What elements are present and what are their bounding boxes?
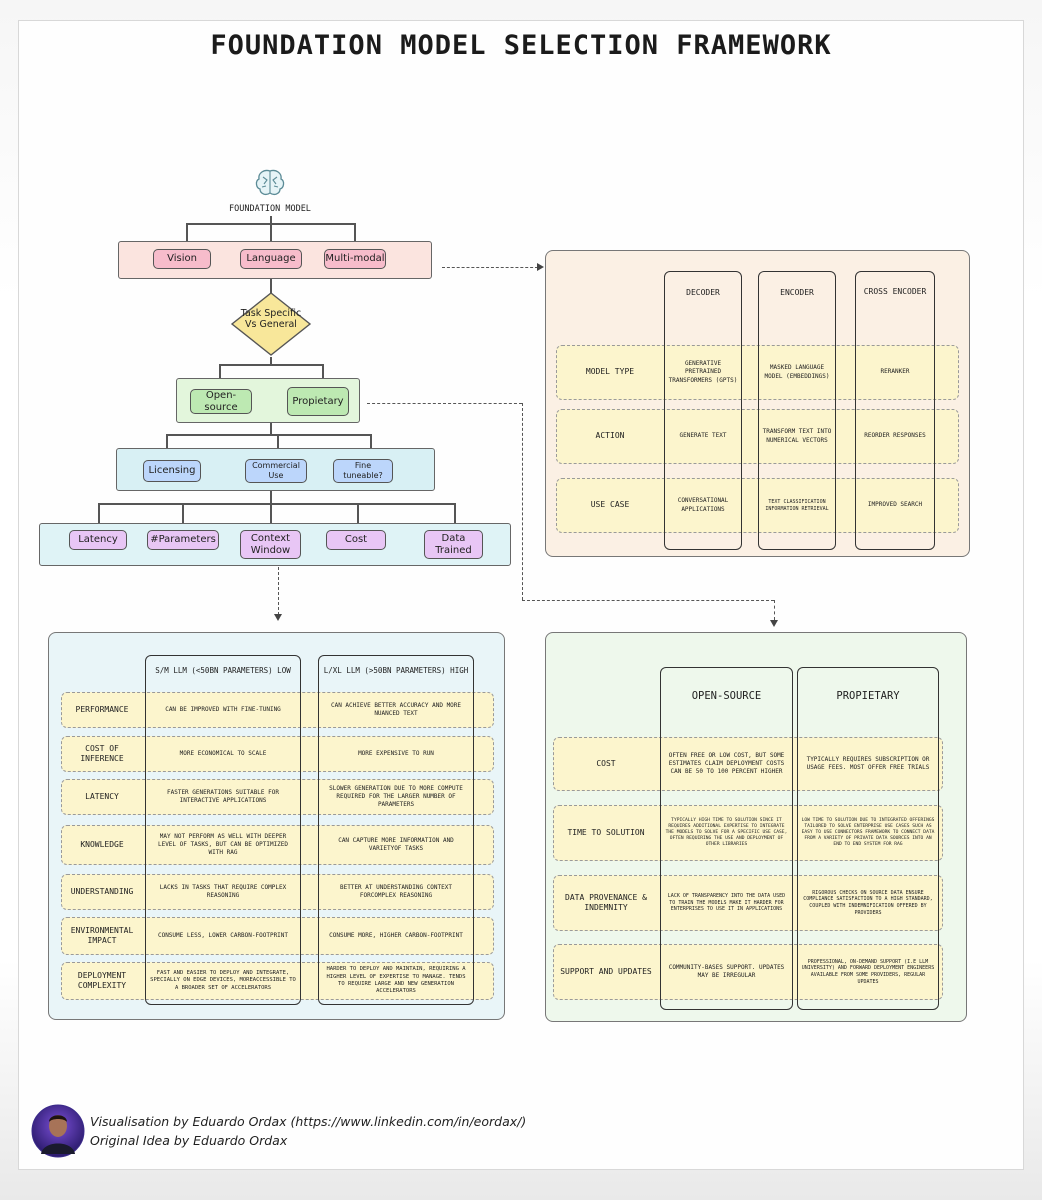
size-cell: CAN CAPTURE MORE INFORMATION AND VARIETY… <box>338 836 454 852</box>
chip-parameters: #Parameters <box>147 530 219 550</box>
size-row-label: LATENCY <box>85 791 119 801</box>
arch-cell: RERANKER <box>880 368 910 376</box>
chip-data-trained: Data Trained <box>424 530 483 559</box>
chip-context-window: Context Window <box>240 530 301 559</box>
page-title: FOUNDATION MODEL SELECTION FRAMEWORK <box>210 30 832 61</box>
size-row <box>61 874 494 910</box>
brain-icon <box>255 169 285 196</box>
size-cell: LACKS IN TASKS THAT REQUIRE COMPLEX REAS… <box>159 883 287 899</box>
access-cell: RIGOROUS CHECKS ON SOURCE DATA ENSURE CO… <box>803 889 933 916</box>
arch-cell: IMPROVED SEARCH <box>867 501 923 509</box>
arch-cell: TRANSFORM TEXT INTO NUMERICAL VECTORS <box>762 428 832 444</box>
size-row-label: COST OF INFERENCE <box>80 743 124 763</box>
size-cell: SLOWER GENERATION DUE TO MORE COMPUTE RE… <box>329 784 463 809</box>
access-cell: OFTEN FREE OR LOW COST, BUT SOME ESTIMAT… <box>668 751 785 776</box>
size-row <box>61 917 494 955</box>
size-cell: FAST AND EASIER TO DEPLOY AND INTEGRATE,… <box>150 969 296 991</box>
arch-row-label: MODEL TYPE <box>585 367 635 377</box>
size-row <box>61 692 494 728</box>
arch-cell: GENERATE TEXT <box>679 432 727 440</box>
size-cell: CONSUME MORE, HIGHER CARBON-FOOTPRINT <box>329 931 463 939</box>
arch-row <box>556 345 959 400</box>
avatar <box>31 1104 85 1158</box>
access-row <box>553 875 943 931</box>
size-row-label: DEPLOYMENT COMPLEXITY <box>77 970 127 990</box>
size-row-label: ENVIRONMENTAL IMPACT <box>70 925 134 945</box>
access-header: OPEN-SOURCE <box>691 690 762 703</box>
arch-cell: REORDER RESPONSES <box>864 432 926 440</box>
access-row-label: COST <box>596 758 616 768</box>
access-cell: TYPICALLY REQUIRES SUBSCRIPTION OR USAGE… <box>806 755 930 771</box>
size-header: L/XL LLM (>50bn PARAMETERS) HIGH <box>323 666 469 676</box>
access-header: PROPIETARY <box>836 690 900 703</box>
access-cell: LACK OF TRANSPARENCY INTO THE DATA USED … <box>667 892 786 913</box>
arch-cell: TEXT CLASSIFICATION INFORMATION RETRIEVA… <box>765 498 829 512</box>
size-cell: HARDER TO DEPLOY AND MAINTAIN, REQUIRING… <box>326 966 466 995</box>
size-cell: BETTER AT UNDERSTANDING CONTEXT FORCOMPL… <box>340 883 452 899</box>
access-row-label: DATA PROVENANCE & INDEMNITY <box>565 892 647 912</box>
chip-latency: Latency <box>69 530 127 550</box>
chip-commercial-use: Commercial Use <box>245 459 307 483</box>
chip-language: Language <box>240 249 302 269</box>
size-column-large <box>318 655 474 1005</box>
decision-label: Task Specific Vs General <box>240 308 302 330</box>
arch-row <box>556 409 959 464</box>
decision-diamond <box>230 292 312 356</box>
size-cell: CONSUME LESS, LOWER CARBON-FOOTPRINT <box>157 931 289 939</box>
arch-row-label: USE CASE <box>590 500 630 510</box>
size-row <box>61 825 494 865</box>
size-cell: FASTER GENERATIONS SUITABLE FOR INTERACT… <box>167 788 279 804</box>
size-row-label: KNOWLEDGE <box>80 839 124 849</box>
chip-open-source: Open-source <box>190 389 252 414</box>
access-row <box>553 805 943 861</box>
chip-fine-tuneable: Fine tuneable? <box>333 459 393 483</box>
access-row-label: TIME TO SOLUTION <box>567 827 645 837</box>
arch-row-label: ACTION <box>595 431 625 441</box>
footer-credit: Visualisation by Eduardo Ordax (https://… <box>90 1114 527 1129</box>
size-row <box>61 779 494 815</box>
arch-header: ENCODER <box>780 287 814 297</box>
arch-column-cross-encoder <box>855 271 935 550</box>
arch-row <box>556 478 959 533</box>
access-row <box>553 737 943 791</box>
access-row <box>553 944 943 1000</box>
size-column-small <box>145 655 301 1005</box>
access-column-proprietary <box>797 667 939 1010</box>
access-column-open-source <box>660 667 793 1010</box>
access-cell: LOW TIME TO SOLUTION DUE TO INTEGRATED O… <box>801 817 935 848</box>
size-row-label: PERFORMANCE <box>75 704 129 714</box>
size-header: S/M LLM (<50bn PARAMETERS) LOW <box>155 666 291 676</box>
arch-cell: GENERATIVE PRETRAINED TRANSFORMERS (GPTS… <box>668 360 738 384</box>
size-row <box>61 736 494 772</box>
size-cell: CAN BE IMPROVED WITH FINE-TUNING <box>165 705 281 713</box>
size-cell: MORE ECONOMICAL TO SCALE <box>179 749 267 757</box>
footer-original-idea: Original Idea by Eduardo Ordax <box>90 1133 288 1148</box>
arch-cell: CONVERSATIONAL APPLICATIONS <box>677 497 729 513</box>
size-cell: MORE EXPENSIVE TO RUN <box>358 749 434 757</box>
root-label: FOUNDATION MODEL <box>229 204 311 214</box>
chip-cost: Cost <box>326 530 386 550</box>
size-cell: CAN ACHIEVE BETTER ACCURACY AND MORE NUA… <box>330 701 462 717</box>
chip-multi-modal: Multi-modal <box>324 249 386 269</box>
chip-vision: Vision <box>153 249 211 269</box>
size-row-label: UNDERSTANDING <box>70 886 134 896</box>
arch-cell: MASKED LANGUAGE MODEL (EMBEDDINGS) <box>764 364 830 380</box>
arch-header: CROSS ENCODER <box>863 286 927 296</box>
access-cell: TYPICALLY HIGH TIME TO SOLUTION SINCE IT… <box>665 817 788 848</box>
access-cell: COMMUNITY-BASES SUPPORT. UPDATES MAY BE … <box>668 963 785 979</box>
chip-proprietary: Propietary <box>287 387 349 416</box>
chip-licensing: Licensing <box>143 460 201 482</box>
arch-header: DECODER <box>686 287 720 297</box>
arch-column-decoder <box>664 271 742 550</box>
access-row-label: SUPPORT AND UPDATES <box>560 966 652 976</box>
arch-column-encoder <box>758 271 836 550</box>
access-cell: PROFESSIONAL, ON-DEMAND SUPPORT (I.E LLM… <box>801 958 935 985</box>
size-cell: MAY NOT PERFORM AS WELL WITH DEEPER LEVE… <box>157 832 289 857</box>
size-row <box>61 962 494 1000</box>
